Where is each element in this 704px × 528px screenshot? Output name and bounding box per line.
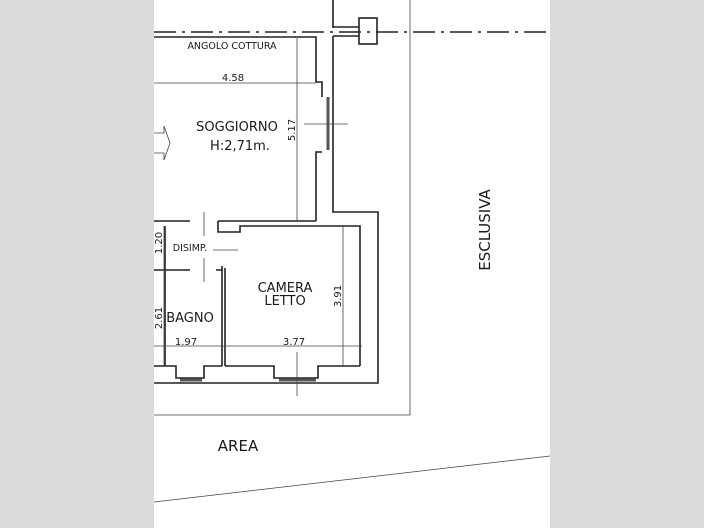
area-diagonal-line xyxy=(153,455,551,503)
room-label-bathroom: BAGNO xyxy=(166,311,214,326)
dim-bedroom-width: 3.77 xyxy=(283,337,305,348)
drawing-sheet xyxy=(154,0,550,528)
outdoor-exclusive-label: ESCLUSIVA xyxy=(476,188,494,270)
dim-hallway-depth: 1.20 xyxy=(154,232,165,254)
outdoor-area-label: AREA xyxy=(218,437,259,455)
dim-living-depth: 5.17 xyxy=(287,119,298,141)
living-room-walls xyxy=(154,36,379,384)
area-boundary xyxy=(154,0,411,416)
column-element xyxy=(332,0,378,45)
room-label-hallway: DISIMP. xyxy=(173,243,207,254)
dim-bathroom-width: 1.97 xyxy=(175,337,197,348)
room-label-bedroom-line1: CAMERA xyxy=(258,281,313,296)
dimension-lines xyxy=(154,38,362,366)
room-label-kitchen-corner: ANGOLO COTTURA xyxy=(187,41,277,52)
room-height-label: H:2,71m. xyxy=(210,139,270,154)
interior-walls xyxy=(154,125,361,396)
dim-bathroom-depth: 2.61 xyxy=(154,307,165,329)
dim-living-width: 4.58 xyxy=(222,73,244,84)
room-label-bedroom-line2: LETTO xyxy=(264,294,305,309)
dim-bedroom-depth: 3.91 xyxy=(333,285,344,307)
room-label-living-room: SOGGIORNO xyxy=(196,120,278,135)
